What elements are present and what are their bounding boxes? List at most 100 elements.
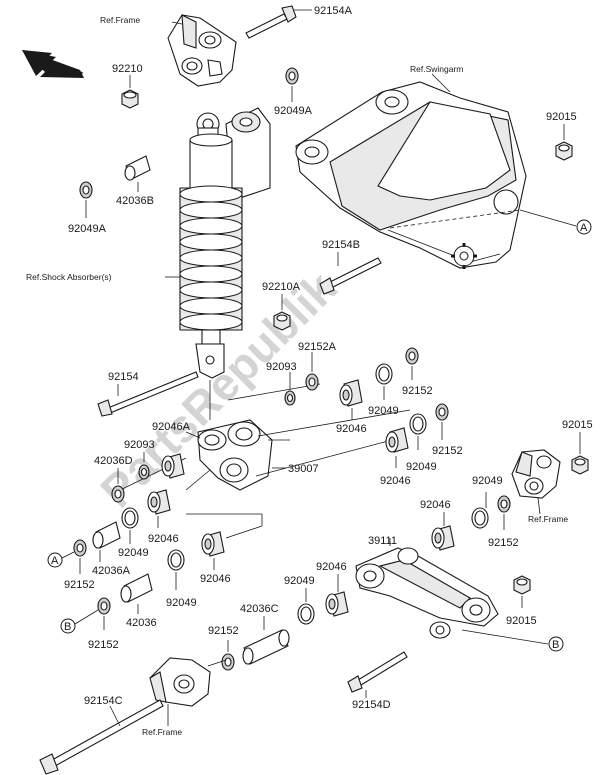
washer-92049A-left — [79, 181, 93, 199]
label-42036: 42036 — [126, 617, 157, 629]
label-42036B: 42036B — [116, 195, 154, 207]
washer-92152-c — [73, 539, 87, 557]
label-92152-d: 92152 — [88, 639, 119, 651]
bolt-92154A — [245, 5, 297, 39]
nut-92015-top — [555, 141, 573, 161]
svg-text:A: A — [51, 555, 59, 567]
label-92154B: 92154B — [322, 239, 360, 251]
rocker-arm-39007 — [197, 419, 273, 491]
seal-92049-c-right — [471, 507, 489, 529]
svg-text:B: B — [552, 639, 559, 651]
washer-92152A — [305, 373, 319, 391]
ref-shock-absorber: Ref.Shock Absorber(s) — [26, 272, 112, 282]
bolt-92154 — [97, 371, 199, 417]
ref-frame-top: Ref.Frame — [100, 15, 140, 25]
label-92049-f: 92049 — [284, 575, 315, 587]
washer-92049A-top — [285, 67, 299, 85]
label-92049A-left: 92049A — [68, 223, 107, 235]
label-92049-d: 92049 — [118, 547, 149, 559]
label-92154D: 92154D — [352, 699, 391, 711]
label-92154A: 92154A — [314, 5, 353, 17]
label-42036A: 42036A — [92, 565, 131, 577]
seal-92049-c — [121, 507, 139, 529]
nut-92210A — [273, 311, 291, 331]
collar-42036D — [111, 485, 125, 503]
label-92093-top: 92093 — [266, 361, 297, 373]
bearing-92046-mid — [385, 427, 409, 453]
gear-icon — [451, 243, 477, 269]
seal-92049-mid — [409, 413, 427, 435]
label-39007: 39007 — [288, 463, 319, 475]
shock-absorber — [179, 107, 271, 379]
label-92015-top: 92015 — [546, 111, 577, 123]
label-92152-b: 92152 — [432, 445, 463, 457]
label-92093-mid: 92093 — [124, 439, 155, 451]
label-39111: 39111 — [368, 535, 397, 547]
label-92154: 92154 — [108, 371, 139, 383]
label-92049A-top: 92049A — [274, 105, 313, 117]
tie-rod-39111 — [355, 547, 499, 639]
seal-92049-f — [297, 603, 315, 625]
label-92152-a: 92152 — [402, 385, 433, 397]
label-92152A: 92152A — [298, 341, 337, 353]
bolt-92154B — [319, 257, 382, 295]
bolt-92154C — [39, 699, 164, 775]
washer-92093-mid — [138, 464, 150, 480]
label-92152-e: 92152 — [488, 537, 519, 549]
seal-92049-upper — [375, 363, 393, 385]
washer-92093-top — [284, 390, 296, 406]
label-92210: 92210 — [112, 63, 143, 75]
label-92046-d: 92046 — [200, 573, 231, 585]
washer-92152-f — [221, 653, 235, 671]
washer-92152-e — [497, 495, 511, 513]
nut-92210 — [121, 89, 139, 109]
bearing-92046-c — [147, 489, 171, 515]
bearing-92046-upper — [339, 379, 363, 407]
label-92152-c: 92152 — [64, 579, 95, 591]
collar-42036 — [120, 573, 153, 603]
label-92046-c: 92046 — [148, 533, 179, 545]
bearing-92046-d — [201, 531, 225, 557]
lower-frame-bracket — [149, 657, 227, 707]
label-92210A: 92210A — [262, 281, 301, 293]
label-92154C: 92154C — [84, 695, 123, 707]
callout-b-left: B — [60, 618, 76, 634]
nut-92015-right — [571, 455, 589, 475]
right-frame-bracket — [511, 449, 561, 499]
washer-92152-d — [97, 597, 111, 615]
nut-92015-bottom — [513, 575, 531, 595]
label-92046-a: 92046 — [336, 423, 367, 435]
bearing-92046-f — [325, 591, 349, 617]
label-92046-f: 92046 — [316, 561, 347, 573]
label-92046-b: 92046 — [380, 475, 411, 487]
collar-42036C — [242, 629, 290, 665]
upper-frame-bracket — [167, 14, 237, 87]
bearing-92046-e — [431, 525, 455, 551]
svg-text:A: A — [580, 222, 588, 234]
svg-text:B: B — [64, 621, 71, 633]
label-42036D: 42036D — [94, 455, 133, 467]
bolt-92154D — [347, 651, 408, 693]
washer-92152-upper — [405, 347, 419, 365]
front-arrow-icon — [22, 50, 84, 78]
label-92049-e: 92049 — [166, 597, 197, 609]
callout-a-left: A — [47, 552, 63, 568]
ref-frame-bottom: Ref.Frame — [142, 727, 182, 737]
label-42036C: 42036C — [240, 603, 279, 615]
washer-92152-mid — [435, 403, 449, 421]
collar-42036A — [92, 521, 121, 549]
callout-b-right: B — [548, 636, 564, 652]
label-92049-c: 92049 — [472, 475, 503, 487]
label-92049-b: 92049 — [406, 461, 437, 473]
callout-a-right: A — [576, 219, 592, 235]
label-92152-f: 92152 — [208, 625, 239, 637]
bearing-92046A — [161, 453, 185, 479]
ref-swingarm: Ref.Swingarm — [410, 64, 463, 74]
swingarm — [295, 81, 527, 269]
label-92015-bottom: 92015 — [506, 615, 537, 627]
label-92046-e: 92046 — [420, 499, 451, 511]
ref-frame-right: Ref.Frame — [528, 514, 568, 524]
seal-92049-e — [167, 549, 185, 571]
label-92046A: 92046A — [152, 421, 191, 433]
